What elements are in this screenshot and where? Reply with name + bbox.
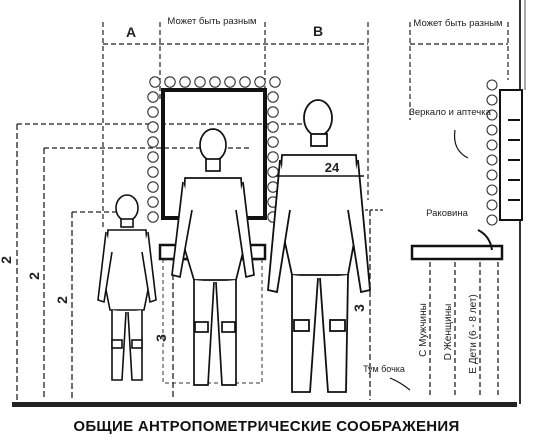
vanity-mirror	[147, 76, 281, 223]
vertical-label-children: Е Дети (6 - 8 лет)	[468, 294, 479, 374]
bulb	[486, 79, 498, 91]
bulb	[486, 139, 498, 151]
bulb	[149, 76, 161, 88]
bulb	[147, 136, 159, 148]
top-dimension-chain	[102, 22, 509, 230]
bulb	[486, 94, 498, 106]
bulb	[224, 76, 236, 88]
child-figure	[97, 194, 157, 381]
bulb	[147, 106, 159, 118]
vertical-label-men: С Мужчины	[418, 303, 429, 357]
bulb	[239, 76, 251, 88]
callout-sink: Раковина	[426, 208, 468, 219]
callout-cabinet: Тум бочка	[363, 364, 405, 374]
chest-width-label: 24	[325, 160, 340, 175]
sink-height-arrows	[429, 262, 499, 398]
woman-figure	[171, 128, 255, 386]
dim-note-varies-left: Может быть разным	[167, 16, 256, 27]
bulb	[486, 109, 498, 121]
bulb	[486, 154, 498, 166]
bulb	[147, 211, 159, 223]
bulb	[486, 199, 498, 211]
mirror-cabinet-side	[486, 79, 523, 226]
bulb	[147, 166, 159, 178]
bulb	[147, 91, 159, 103]
man-figure	[267, 99, 371, 393]
dim-label-a: A	[126, 24, 136, 40]
floor-line	[12, 402, 517, 407]
bulb	[164, 76, 176, 88]
bulb	[267, 91, 279, 103]
bulb	[179, 76, 191, 88]
bulb	[269, 76, 281, 88]
bulb	[486, 214, 498, 226]
bulb	[147, 151, 159, 163]
bulb	[486, 124, 498, 136]
sink-counter	[410, 229, 504, 261]
bulb	[486, 169, 498, 181]
bulb	[267, 136, 279, 148]
bulb	[486, 184, 498, 196]
callout-mirror-cabinet: Зеркало и аптечка	[409, 107, 491, 118]
bulb	[267, 121, 279, 133]
height-label-tall: 3	[351, 304, 367, 312]
bulb	[209, 76, 221, 88]
height-label-counter: 3	[153, 334, 169, 342]
callout-arrow-cabinet	[389, 377, 411, 391]
bulb	[147, 181, 159, 193]
bulb	[147, 196, 159, 208]
bulb	[267, 151, 279, 163]
height-label-mid: 2	[26, 272, 42, 280]
height-label-inner: 2	[54, 296, 70, 304]
bulb	[194, 76, 206, 88]
dim-label-b: B	[313, 23, 323, 39]
callout-arrow-mirror	[453, 129, 469, 159]
height-label-outer: 2	[0, 256, 14, 264]
bulb	[254, 76, 266, 88]
bulb	[147, 121, 159, 133]
dim-note-varies-right: Может быть разным	[413, 18, 502, 29]
vertical-label-women: D Женщины	[443, 304, 454, 361]
diagram-caption: ОБЩИЕ АНТРОПОМЕТРИЧЕСКИЕ СООБРАЖЕНИЯ	[73, 418, 460, 435]
bulb	[267, 106, 279, 118]
